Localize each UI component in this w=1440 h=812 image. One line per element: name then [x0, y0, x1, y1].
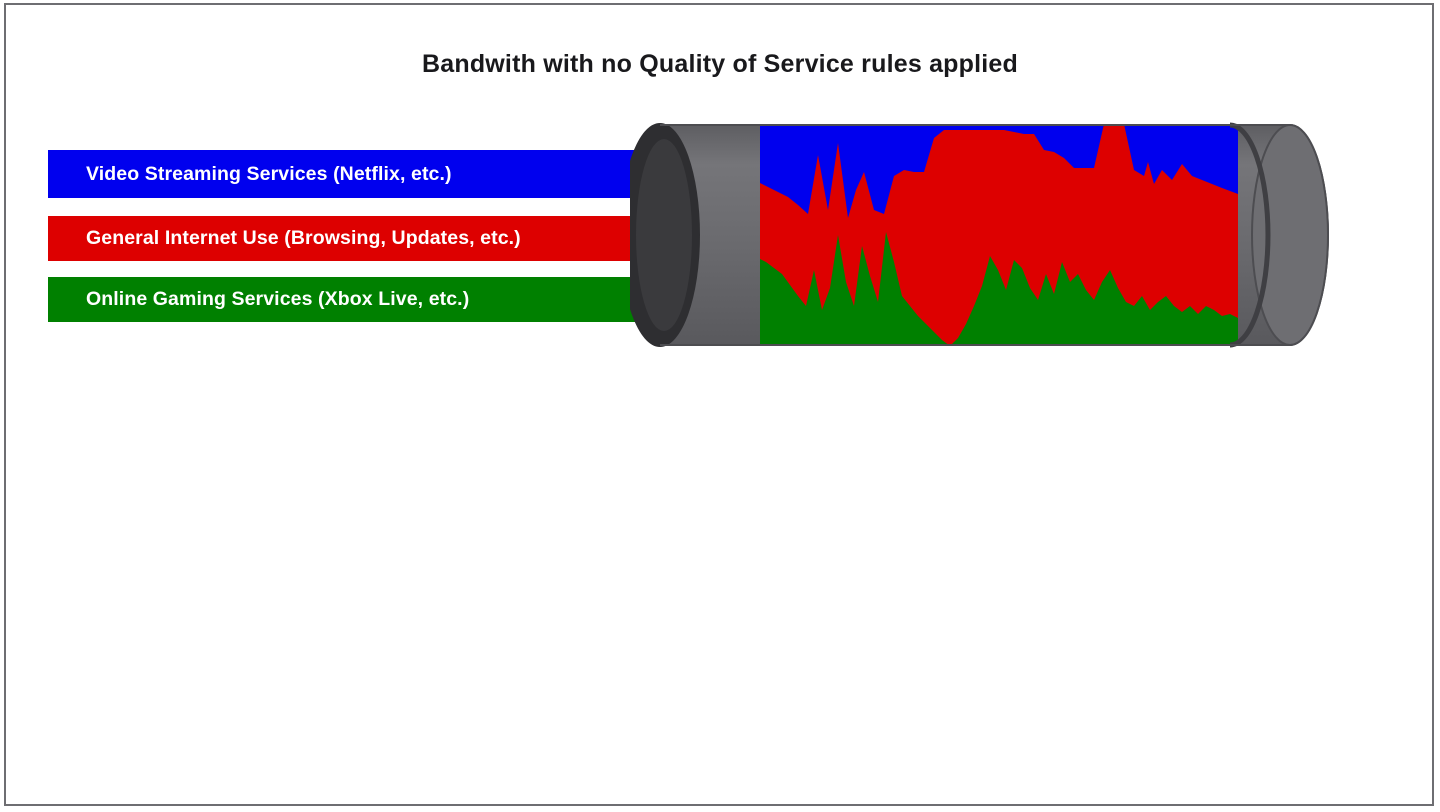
section-no-qos: Bandwith with no Quality of Service rule…	[0, 0, 1440, 400]
section-with-qos: Bandwidth with Quality of Service rules …	[0, 404, 1440, 812]
section-title-no-qos: Bandwith with no Quality of Service rule…	[421, 50, 1018, 78]
legend-bar-video-streaming-no-qos: Video Streaming Services (Netflix, etc.)	[48, 150, 698, 198]
legend-bar-label: General Internet Use (Browsing, Updates,…	[86, 227, 521, 249]
bandwidth-pipe-no-qos	[630, 110, 1330, 360]
series-area-online-gaming	[760, 232, 1238, 345]
pipe-inner-rim-no-qos	[1229, 122, 1271, 348]
pipe-opening-no-qos	[630, 123, 700, 347]
traffic-stack-no-qos	[760, 125, 1238, 345]
legend-bar-online-gaming-no-qos: Online Gaming Services (Xbox Live, etc.)	[48, 277, 698, 322]
legend-bar-general-internet-no-qos: General Internet Use (Browsing, Updates,…	[48, 216, 698, 261]
legend-bar-label: Online Gaming Services (Xbox Live, etc.)	[86, 288, 470, 310]
legend-bar-label: Video Streaming Services (Netflix, etc.)	[86, 162, 452, 185]
